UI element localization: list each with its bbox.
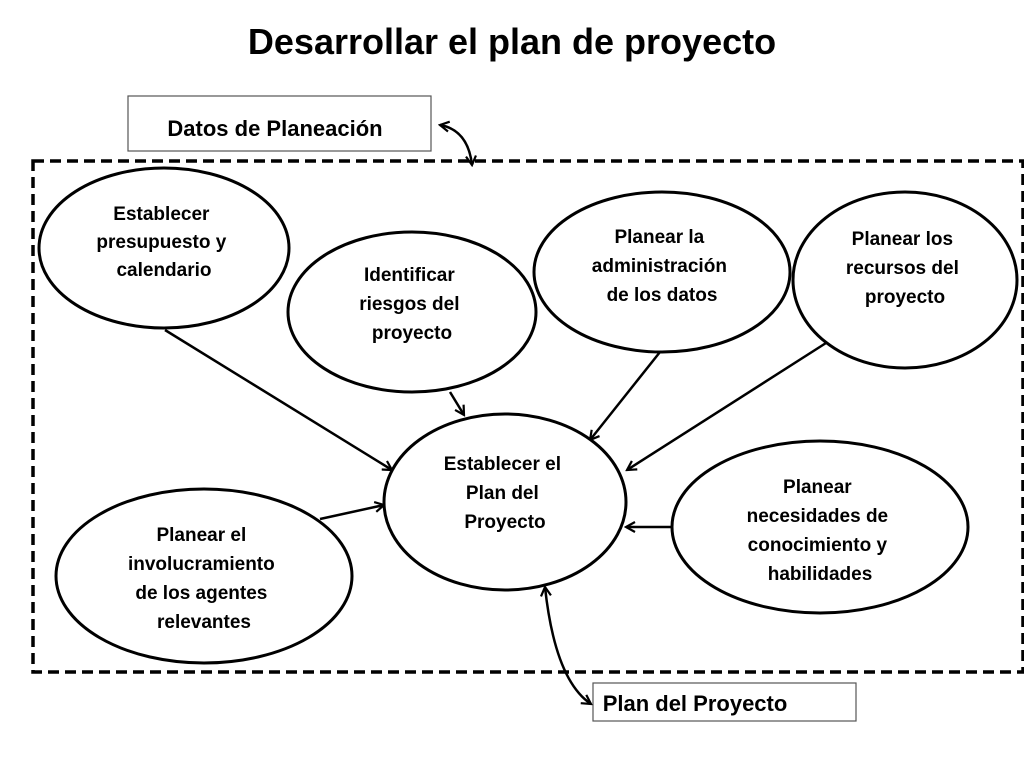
edge-presupuesto-to-plan	[164, 328, 392, 470]
svg-text:Planear los recursos del: Planear los recursos del proyecto	[846, 229, 964, 308]
svg-text:Establecer presupuesto y: Establecer presupuesto y calendario	[96, 204, 231, 281]
node-agentes-line-3: de los agentes	[135, 583, 267, 604]
diagram-title: Desarrollar el plan de proyecto	[248, 21, 776, 62]
node-riesgos-line-3: proyecto	[372, 323, 452, 344]
node-agentes-line-2: involucramiento	[128, 554, 275, 575]
input-box-label: Datos de Planeación	[167, 116, 382, 141]
node-datos: Planear la administración de los datos	[532, 190, 792, 354]
node-conocimiento-line-3: conocimiento y	[748, 535, 888, 556]
node-recursos-line-3: proyecto	[865, 287, 945, 308]
connectors	[164, 125, 827, 704]
node-presupuesto-line-2: presupuesto y	[96, 232, 226, 253]
node-riesgos-line-2: riesgos del	[359, 294, 459, 315]
edge-plan-to-output	[545, 587, 591, 704]
svg-text:Planear la administració: Planear la administración de los datos	[592, 227, 732, 306]
node-presupuesto-line-3: calendario	[116, 260, 211, 281]
svg-text:Planear el involucramien: Planear el involucramiento de los agente…	[128, 525, 280, 633]
input-box: Datos de Planeación	[127, 95, 432, 152]
node-datos-line-2: administración	[592, 256, 727, 277]
node-riesgos: Identificar riesgos del proyecto	[286, 230, 538, 394]
node-conocimiento-line-4: habilidades	[768, 564, 873, 585]
node-presupuesto: Establecer presupuesto y calendario	[37, 166, 291, 330]
node-plan: Establecer el Plan del Proyecto	[382, 412, 628, 592]
svg-text:Establecer el Plan del: Establecer el Plan del Proyecto	[444, 454, 567, 533]
node-plan-line-2: Plan del	[466, 483, 539, 504]
node-riesgos-line-1: Identificar	[364, 265, 455, 286]
node-agentes-line-4: relevantes	[157, 612, 251, 633]
edge-agentes-to-plan	[319, 505, 384, 521]
svg-text:Planear necesidades de: Planear necesidades de conocimiento y ha…	[747, 477, 894, 585]
edge-datos-to-plan	[590, 351, 661, 440]
node-conocimiento-line-2: necesidades de	[747, 506, 889, 527]
node-agentes-line-1: Planear el	[156, 525, 246, 546]
edge-recursos-to-plan	[627, 341, 827, 470]
edge-riesgos-to-plan	[448, 391, 464, 415]
node-recursos-line-1: Planear los	[852, 229, 953, 250]
node-conocimiento: Planear necesidades de conocimiento y ha…	[670, 439, 970, 615]
edge-input-to-boundary	[440, 125, 472, 165]
process-boundary	[31, 159, 1024, 674]
node-presupuesto-line-1: Establecer	[113, 204, 210, 225]
node-plan-line-3: Proyecto	[464, 512, 545, 533]
node-agentes: Planear el involucramiento de los agente…	[54, 487, 354, 665]
output-box-label: Plan del Proyecto	[603, 691, 788, 716]
node-plan-line-1: Establecer el	[444, 454, 561, 475]
node-conocimiento-line-1: Planear	[783, 477, 852, 498]
node-recursos: Planear los recursos del proyecto	[791, 190, 1019, 370]
node-datos-line-1: Planear la	[614, 227, 704, 248]
node-recursos-line-2: recursos del	[846, 258, 959, 279]
output-box: Plan del Proyecto	[592, 682, 857, 722]
node-datos-line-3: de los datos	[607, 285, 718, 306]
svg-text:Identificar riesgos del: Identificar riesgos del proyecto	[359, 265, 465, 344]
